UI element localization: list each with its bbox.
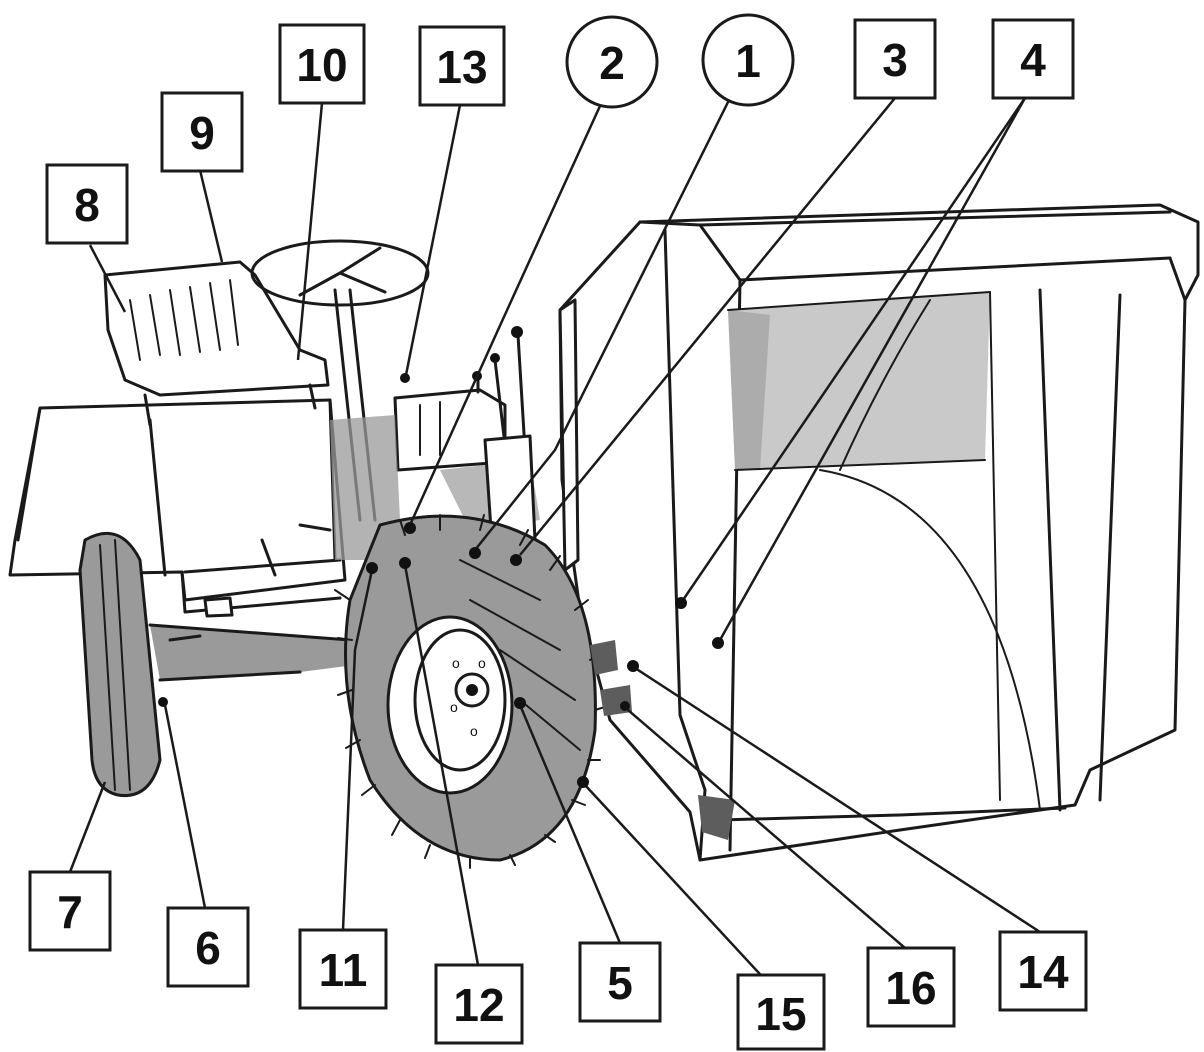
callout-6: 6: [166, 906, 250, 988]
callout-2-label: 2: [599, 37, 625, 89]
callout-16: 16: [866, 946, 956, 1028]
callout-15-label: 15: [755, 988, 806, 1040]
svg-text:o: o: [452, 655, 460, 671]
callout-11-label: 11: [319, 944, 368, 996]
front-tyre: [78, 531, 162, 798]
callout-4-label: 4: [1020, 34, 1046, 86]
callout-10: 10: [278, 23, 366, 105]
callout-6-label: 6: [195, 922, 221, 974]
callout-5: 5: [578, 941, 662, 1023]
callout-1-label: 1: [735, 35, 761, 87]
callout-9-label: 9: [189, 107, 215, 159]
leader-lines: [68, 87, 1041, 986]
svg-text:o: o: [478, 655, 486, 671]
callout-13: 13: [418, 25, 506, 107]
svg-text:o: o: [470, 723, 478, 739]
callout-4: 4: [991, 18, 1075, 100]
callout-9: 9: [160, 91, 244, 173]
rear-tyre: o o o o: [334, 514, 609, 869]
callout-16-label: 16: [885, 962, 936, 1014]
callout-5-label: 5: [607, 957, 633, 1009]
callout-12-label: 12: [453, 979, 504, 1031]
callout-12: 12: [434, 963, 524, 1045]
callout-8: 8: [45, 163, 129, 245]
callout-8-label: 8: [74, 179, 100, 231]
tractor-illustration: o o o o: [8, 203, 1200, 869]
callout-13-label: 13: [436, 41, 487, 93]
front-axle: [148, 623, 355, 707]
callout-14: 14: [998, 930, 1088, 1012]
callout-3: 3: [853, 18, 937, 100]
callout-11: 11: [298, 928, 388, 1010]
callouts: 1 2 3 4 5 6 7 8: [28, 13, 1088, 1051]
callout-3-label: 3: [882, 34, 908, 86]
callout-7-label: 7: [57, 886, 83, 938]
callout-2: 2: [565, 15, 659, 109]
callout-7: 7: [28, 870, 112, 952]
callout-1: 1: [701, 13, 795, 107]
callout-10-label: 10: [296, 39, 347, 91]
mower-deck: [558, 203, 1200, 862]
callout-15: 15: [736, 973, 826, 1051]
deck-hitch: [590, 640, 632, 716]
callout-14-label: 14: [1017, 946, 1069, 998]
svg-text:o: o: [450, 699, 458, 715]
